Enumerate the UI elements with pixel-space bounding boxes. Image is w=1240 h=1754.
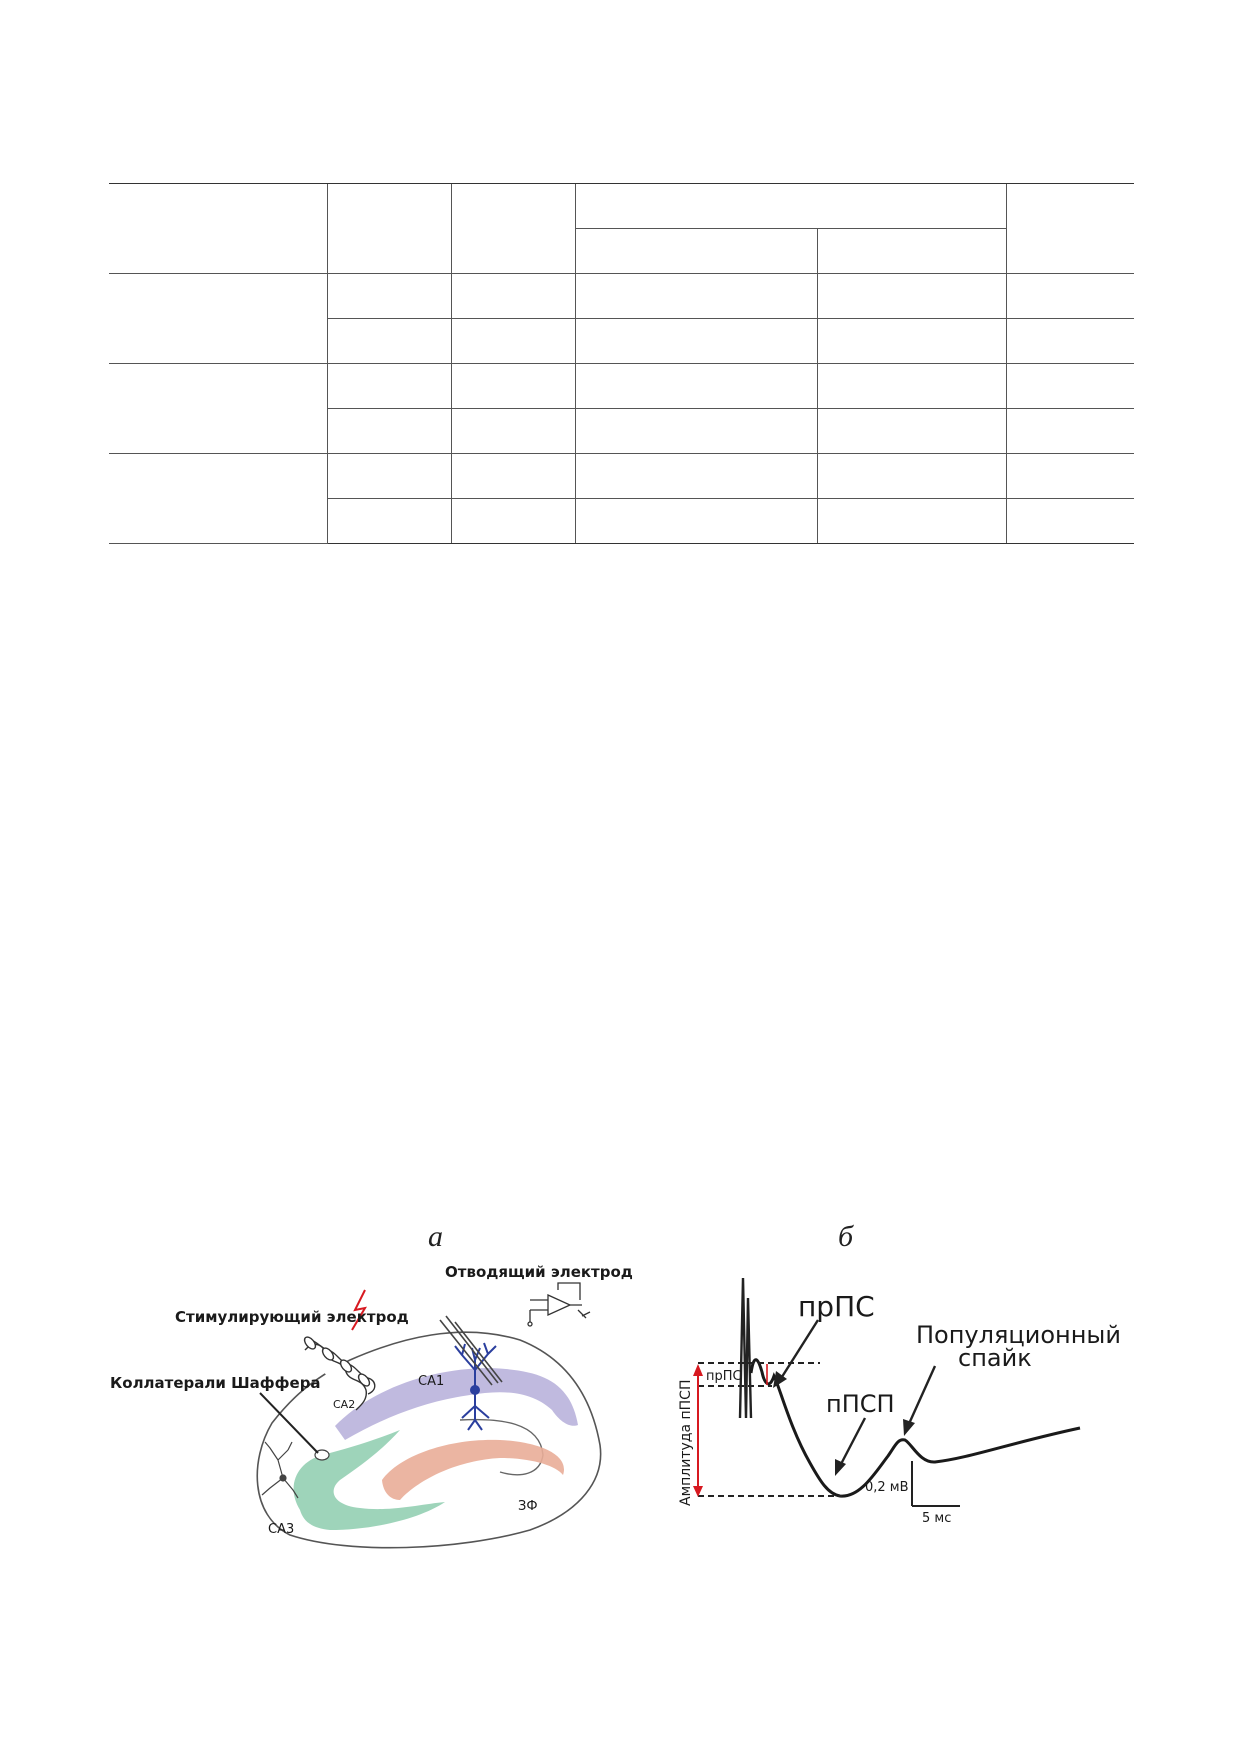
fepsp-trace-figure: прПС прПС пПСП Популяционный спайк Ампли… (678, 1277, 1120, 1526)
fiber-volley-label: прПС (798, 1290, 875, 1323)
annotation-arrows (773, 1319, 937, 1476)
ca3-label: СА3 (268, 1522, 294, 1537)
stimulating-electrode-label: Стимулирующий электрод (175, 1308, 409, 1326)
dg-label: ЗФ (518, 1499, 538, 1514)
ca1-label: СА1 (418, 1374, 444, 1389)
population-spike-label-2: спайк (958, 1344, 1032, 1372)
stimulating-electrode (303, 1336, 376, 1411)
population-spike-label-1: Популяционный (916, 1321, 1120, 1349)
schaffer-collaterals-label: Коллатерали Шаффера (110, 1374, 321, 1392)
ca3-neuron (261, 1441, 299, 1499)
table-row (109, 453, 1134, 544)
table-row (109, 318, 1134, 364)
fiber-volley-small-label: прПС (706, 1369, 742, 1384)
scale-bar (911, 1461, 960, 1507)
amplifier-icon (527, 1282, 591, 1327)
ca2-label: СА2 (333, 1398, 355, 1411)
fepsp-amplitude-label: Амплитуда пПСП (678, 1380, 694, 1506)
stimulus-bolt-icon (351, 1289, 368, 1331)
slice-outline (256, 1331, 602, 1549)
table-row (109, 273, 1134, 364)
ca3-region (293, 1430, 445, 1530)
hippocampus-schematic: СА1 СА2 СА3 ЗФ Отводящий электрод Стимул… (110, 1263, 633, 1549)
stimulus-artifact (738, 1277, 753, 1419)
data-table (109, 183, 1134, 544)
table-subheader-row (109, 228, 1134, 274)
table-grid (109, 183, 1134, 544)
panel-b-letter: б (838, 1220, 854, 1253)
field-potential-trace (749, 1358, 1081, 1498)
recording-electrode-label: Отводящий электрод (445, 1263, 633, 1281)
scale-voltage-label: 0,2 мВ (865, 1480, 909, 1495)
ca1-region (335, 1368, 578, 1440)
scale-time-label: 5 мс (922, 1511, 951, 1526)
amplitude-arrow (693, 1364, 703, 1497)
table-header-row (109, 183, 1134, 274)
panel-a-letter: а (428, 1220, 443, 1253)
fepsp-label: пПСП (826, 1390, 895, 1418)
table-row (109, 498, 1134, 544)
recording-electrode (439, 1315, 503, 1386)
table-row (109, 363, 1134, 454)
table-row (109, 408, 1134, 454)
schaffer-pointer (259, 1392, 319, 1454)
dentate-gyrus-region (382, 1439, 565, 1500)
